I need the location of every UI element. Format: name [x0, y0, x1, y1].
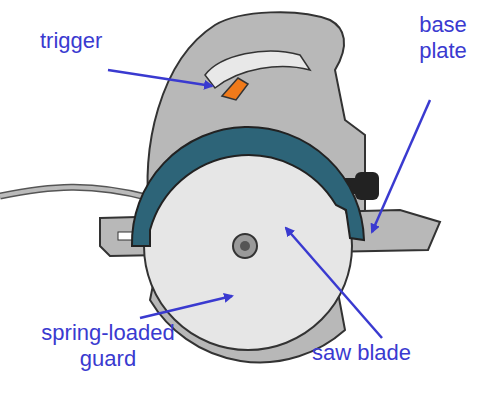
handle-opening [205, 51, 310, 88]
part-label: trigger [40, 28, 130, 54]
part-label: base plate [398, 12, 488, 64]
part-label: spring-loaded guard [28, 320, 188, 372]
part-label: saw blade [312, 340, 452, 366]
leader-arrow [286, 228, 382, 338]
leader-arrow [108, 70, 212, 86]
upper-blade-guard [132, 127, 364, 246]
trigger-switch [222, 78, 248, 100]
leader-arrow [140, 296, 232, 318]
power-cord [0, 187, 150, 198]
blade-arbor [233, 234, 257, 258]
leader-arrow [372, 100, 430, 232]
